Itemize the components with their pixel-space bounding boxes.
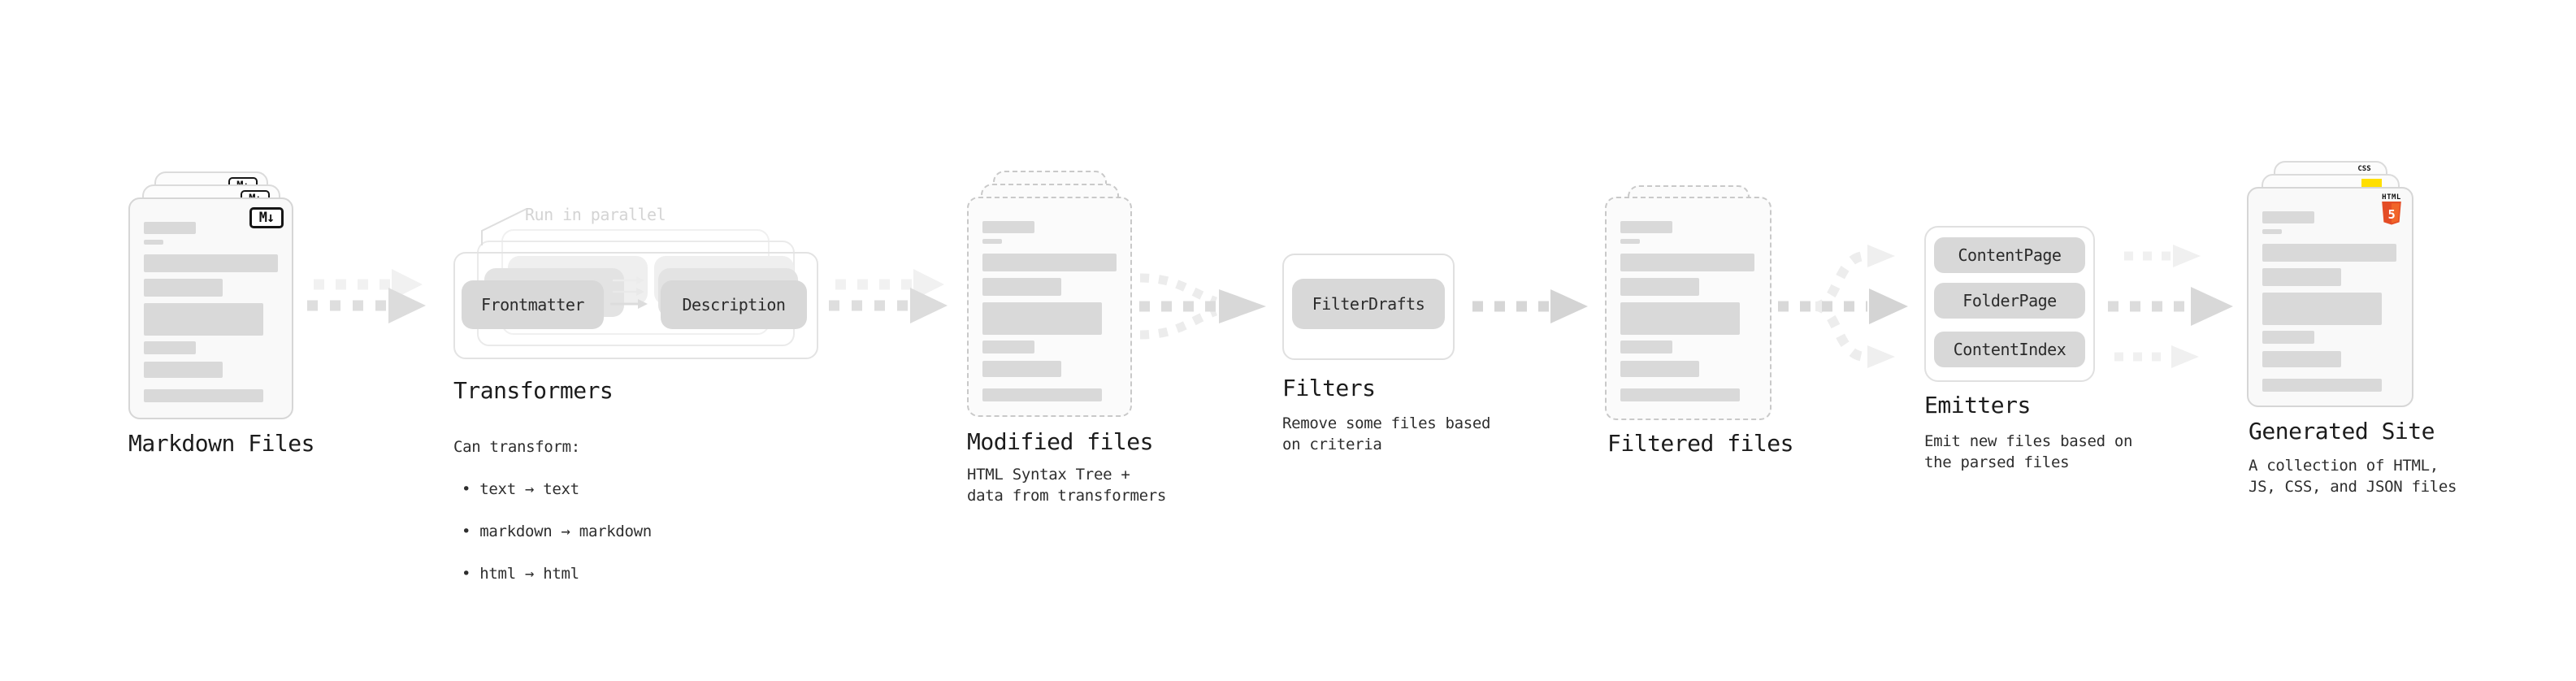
skeleton-line <box>982 302 1102 335</box>
skeleton-line <box>982 361 1061 377</box>
skeleton-line <box>982 388 1102 401</box>
frontmatter-pill: Frontmatter <box>462 280 604 329</box>
transform-bullet: • html → html <box>462 565 579 583</box>
modified-file-card <box>967 197 1132 417</box>
skeleton-line <box>1620 361 1699 377</box>
transformer-frame-front <box>453 252 818 359</box>
transform-bullet: • text → text <box>462 480 579 498</box>
transformers-title: Transformers <box>453 377 614 404</box>
css-icon-label: CSS <box>2357 165 2371 173</box>
modified-files-stack <box>967 171 1132 419</box>
emitters-group: ContentPage FolderPage ContentIndex <box>1924 226 2095 382</box>
transformers-group: Frontmatter Description Run in parallel <box>453 205 818 359</box>
html-file-card: HTML 5 <box>2247 187 2413 407</box>
svg-text:5: 5 <box>2388 207 2396 222</box>
skeleton-line <box>144 254 278 272</box>
skeleton-line <box>1620 239 1640 244</box>
filters-description: Remove some files based on criteria <box>1282 414 1491 453</box>
skeleton-line <box>1620 278 1699 296</box>
skeleton-line <box>2262 211 2314 223</box>
contentindex-pill: ContentIndex <box>1934 332 2085 367</box>
filters-title: Filters <box>1282 375 1376 401</box>
skeleton-line <box>144 222 196 234</box>
flow-arrow-filters-to-filtered <box>1469 284 1591 331</box>
filterdrafts-pill: FilterDrafts <box>1292 279 1445 329</box>
modified-files-title: Modified files <box>967 428 1154 455</box>
filters-group: FilterDrafts <box>1282 254 1455 360</box>
filtered-files-stack <box>1605 185 1772 421</box>
flow-arrow-markdown-to-transformers <box>302 265 440 325</box>
skeleton-line <box>982 221 1034 233</box>
html5-icon-label: HTML <box>2382 193 2401 202</box>
skeleton-line <box>2262 351 2341 367</box>
generated-site-title: Generated Site <box>2249 418 2435 445</box>
skeleton-line <box>144 303 263 336</box>
transformers-description: Can transform: • text → text • markdown … <box>453 415 652 605</box>
skeleton-line <box>2262 268 2341 286</box>
modified-files-description: HTML Syntax Tree + data from transformer… <box>967 466 1167 505</box>
skeleton-line <box>2262 244 2396 262</box>
markdown-icon: M↓ <box>249 207 284 228</box>
skeleton-line <box>1620 254 1754 271</box>
skeleton-line <box>1620 302 1740 335</box>
skeleton-line <box>1620 388 1740 401</box>
flow-arrow-filtered-to-emitters-fanout <box>1776 236 1913 376</box>
skeleton-line <box>144 279 223 297</box>
flow-arrow-modified-to-filters-merge <box>1138 271 1272 341</box>
generated-site-description: A collection of HTML, JS, CSS, and JSON … <box>2249 457 2457 496</box>
contentpage-pill: ContentPage <box>1934 237 2085 273</box>
description-pill: Description <box>661 280 807 329</box>
skeleton-line <box>2262 331 2314 344</box>
skeleton-line <box>2262 379 2382 392</box>
skeleton-line <box>1620 221 1672 233</box>
html5-icon: HTML 5 <box>2381 193 2402 225</box>
skeleton-line <box>982 254 1117 271</box>
markdown-files-title: Markdown Files <box>128 430 315 457</box>
flow-arrow-transformers-to-modified <box>824 265 962 325</box>
markdown-file-card: M↓ <box>128 197 293 419</box>
skeleton-line <box>144 362 223 378</box>
skeleton-line <box>2262 229 2282 234</box>
html5-shield: 5 <box>2382 202 2401 225</box>
filtered-files-title: Filtered files <box>1607 430 1794 457</box>
transform-bullet: • markdown → markdown <box>462 523 652 540</box>
js-icon <box>2361 179 2382 189</box>
can-transform-heading: Can transform: <box>453 438 580 456</box>
skeleton-line <box>144 341 196 354</box>
emitters-description: Emit new files based on the parsed files <box>1924 432 2133 471</box>
skeleton-line <box>982 239 1002 244</box>
generated-site-stack: CSS HTML 5 <box>2247 161 2413 410</box>
emitters-title: Emitters <box>1924 392 2031 419</box>
skeleton-line <box>982 278 1061 296</box>
skeleton-line <box>2262 293 2382 325</box>
flow-arrow-emitters-to-generated <box>2103 236 2240 376</box>
skeleton-line <box>1620 340 1672 354</box>
skeleton-line <box>982 340 1034 354</box>
filtered-file-card <box>1605 197 1772 420</box>
folderpage-pill: FolderPage <box>1934 283 2085 319</box>
annotation-connector-line <box>478 206 535 247</box>
skeleton-line <box>144 389 263 402</box>
skeleton-line <box>144 240 163 245</box>
run-in-parallel-label: Run in parallel <box>525 205 666 224</box>
markdown-files-stack: M↓ M↓ M↓ <box>128 171 293 420</box>
parallel-arrows-icon <box>610 274 653 311</box>
